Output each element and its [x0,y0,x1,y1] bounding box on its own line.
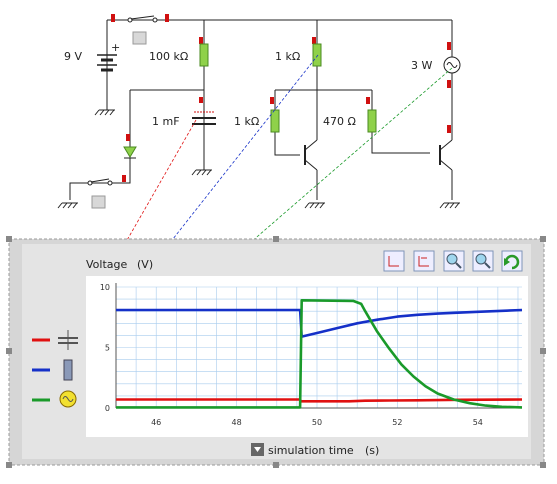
resistor-r3[interactable] [270,109,280,133]
y-axis-unit: (V) [137,258,153,271]
x-tick-label: 46 [151,418,161,427]
r4-label: 470 Ω [323,115,356,128]
x-axis-label: simulation time [268,444,354,457]
series-line-3 [116,299,523,409]
ground-icon [439,202,460,209]
ground-icon [57,202,78,209]
x-tick-label: 50 [312,418,322,427]
svg-text:+: + [111,41,120,54]
terminal-markers [111,14,451,182]
lamp[interactable] [443,56,461,74]
ground-icon [191,169,212,176]
resistor-r2[interactable] [312,43,322,67]
r2-label: 1 kΩ [275,50,300,63]
capacitor[interactable] [192,111,216,125]
lamp-label: 3 W [411,59,432,72]
resistor-icon[interactable] [63,359,73,381]
r3-label: 1 kΩ [234,115,259,128]
plot-background [86,276,528,437]
resistor-r4[interactable] [367,109,377,133]
graph-panel[interactable]: Voltage (V) 0 5 10 46 48 50 52 54 simulation ti… [6,236,546,468]
wire-r4 [371,90,430,154]
x-axis-selector[interactable]: simulation time (s) [251,443,379,457]
r1-label: 100 kΩ [149,50,188,63]
zoom-in-icon[interactable] [443,250,465,272]
ground-icon [94,109,115,116]
x-tick-label: 52 [392,418,402,427]
transistor-t1[interactable] [304,139,318,171]
zoom-fit-icon[interactable] [383,250,405,272]
x-tick-label: 54 [473,418,483,427]
x-axis-unit: (s) [365,444,379,457]
resize-handles[interactable] [6,236,546,468]
capacitor-label: 1 mF [152,115,180,128]
resistor-r1[interactable] [199,43,209,67]
probe-line-green [71,67,453,398]
battery-label: 9 V [64,50,82,63]
y-tick-label: 0 [105,404,110,413]
zoom-out-icon[interactable] [472,250,494,272]
switch-top[interactable] [127,15,158,45]
y-tick-label: 10 [100,283,110,292]
switch-bottom[interactable] [87,178,113,209]
capacitor-icon[interactable] [58,330,78,350]
lamp-icon[interactable] [59,390,77,408]
transistor-t2[interactable] [439,139,453,171]
graph-toolbar [383,250,523,272]
voltage-chart: 0 5 10 46 48 50 52 54 [100,283,523,427]
y-axis-label: Voltage [86,258,127,271]
ground-icon [304,202,325,209]
y-tick-label: 5 [105,344,110,353]
diode[interactable] [123,146,137,158]
legend [32,330,78,408]
x-tick-label: 48 [232,418,242,427]
battery[interactable]: + [97,41,120,72]
refresh-icon[interactable] [501,250,523,272]
zoom-region-icon[interactable] [413,250,435,272]
